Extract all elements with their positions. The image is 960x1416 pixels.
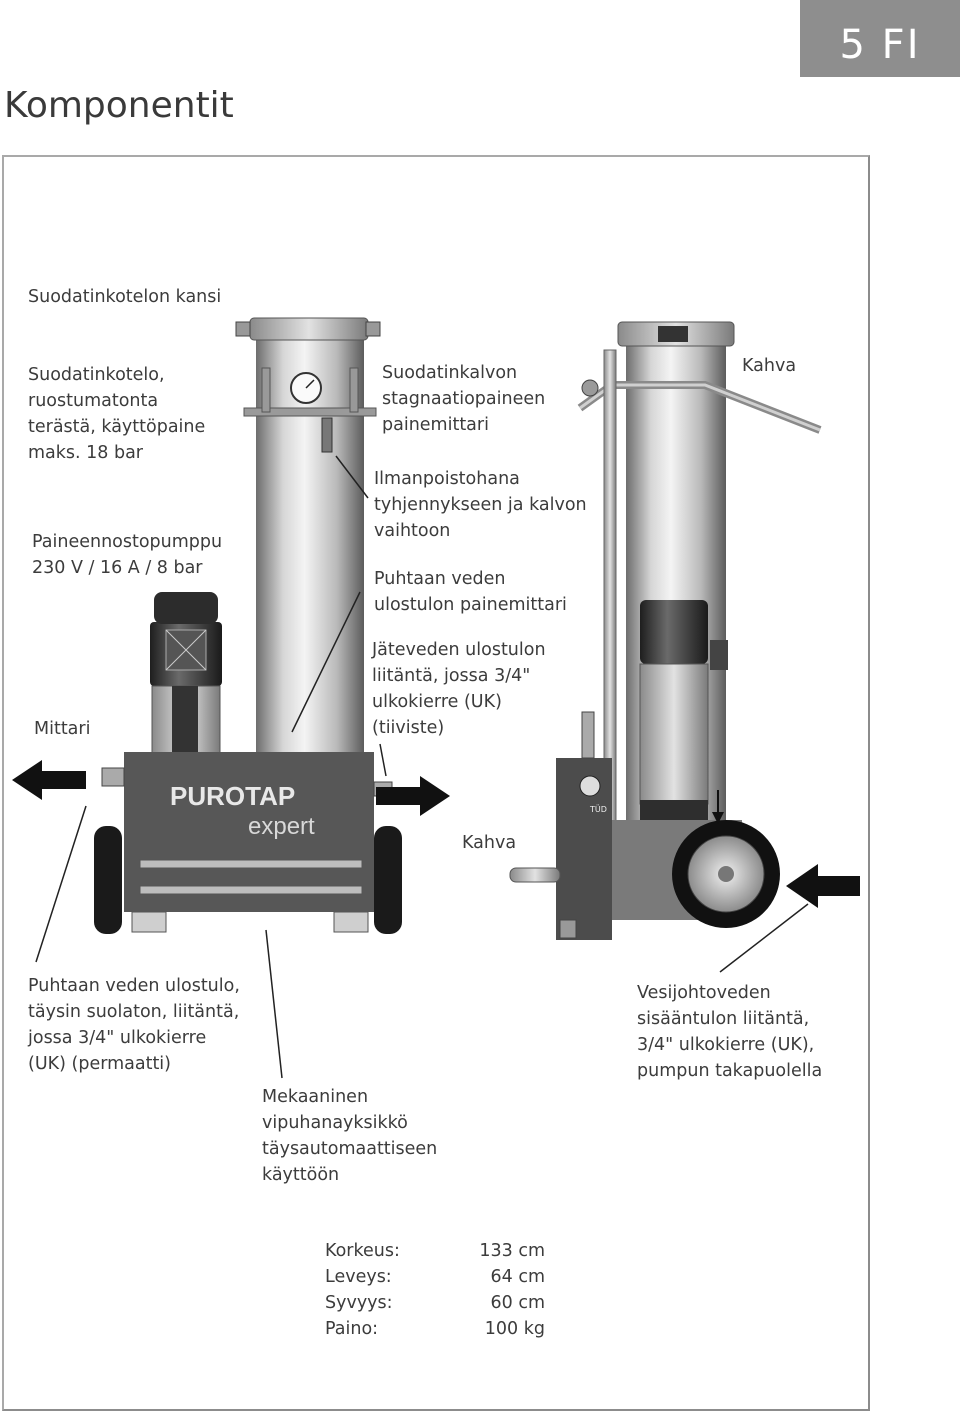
spec-row: Syvyys:60 cm: [325, 1293, 545, 1313]
wheel-right: [374, 826, 402, 934]
leader-lines: [35, 455, 809, 1079]
brand-logo: PUROTAP: [170, 781, 295, 811]
wheel-left: [94, 826, 122, 934]
inflow-arrow-icon: [786, 864, 860, 908]
side-view: TÜD: [509, 321, 860, 940]
label-clean-water-outlet: Puhtaan veden ulostulo,täysin suolaton, …: [28, 976, 240, 1074]
housing-cover: [249, 317, 369, 341]
figure-frame: [2, 155, 870, 1411]
pump-motor-side: [640, 600, 708, 664]
page-title: Komponentit: [4, 85, 234, 126]
vent-valve-icon: [321, 417, 333, 453]
label-housing-cover: Suodatinkotelon kansi: [28, 287, 222, 307]
valve-plate-label: TÜD: [589, 804, 607, 814]
label-handle-mid: Kahva: [462, 833, 517, 853]
outflow-arrow-left-icon: [12, 760, 86, 800]
label-handle-top: Kahva: [742, 356, 797, 376]
base-cabinet: [124, 752, 374, 912]
spec-table: Korkeus:133 cm Leveys:64 cm Syvyys:60 cm…: [325, 1238, 545, 1342]
front-view: PUROTAP expert: [12, 317, 450, 934]
filter-housing: [256, 336, 364, 756]
spec-row: Korkeus:133 cm: [325, 1241, 545, 1261]
label-gauge: Mittari: [34, 719, 91, 739]
spec-row: Paino:100 kg: [325, 1319, 545, 1339]
flow-direction-arrow-icon: [712, 812, 724, 824]
brand-logo-sub: expert: [248, 813, 315, 840]
page-number-tag: 5 FI: [800, 0, 960, 77]
spec-row: Leveys:64 cm: [325, 1267, 545, 1287]
outflow-arrow-right-icon: [376, 776, 450, 816]
